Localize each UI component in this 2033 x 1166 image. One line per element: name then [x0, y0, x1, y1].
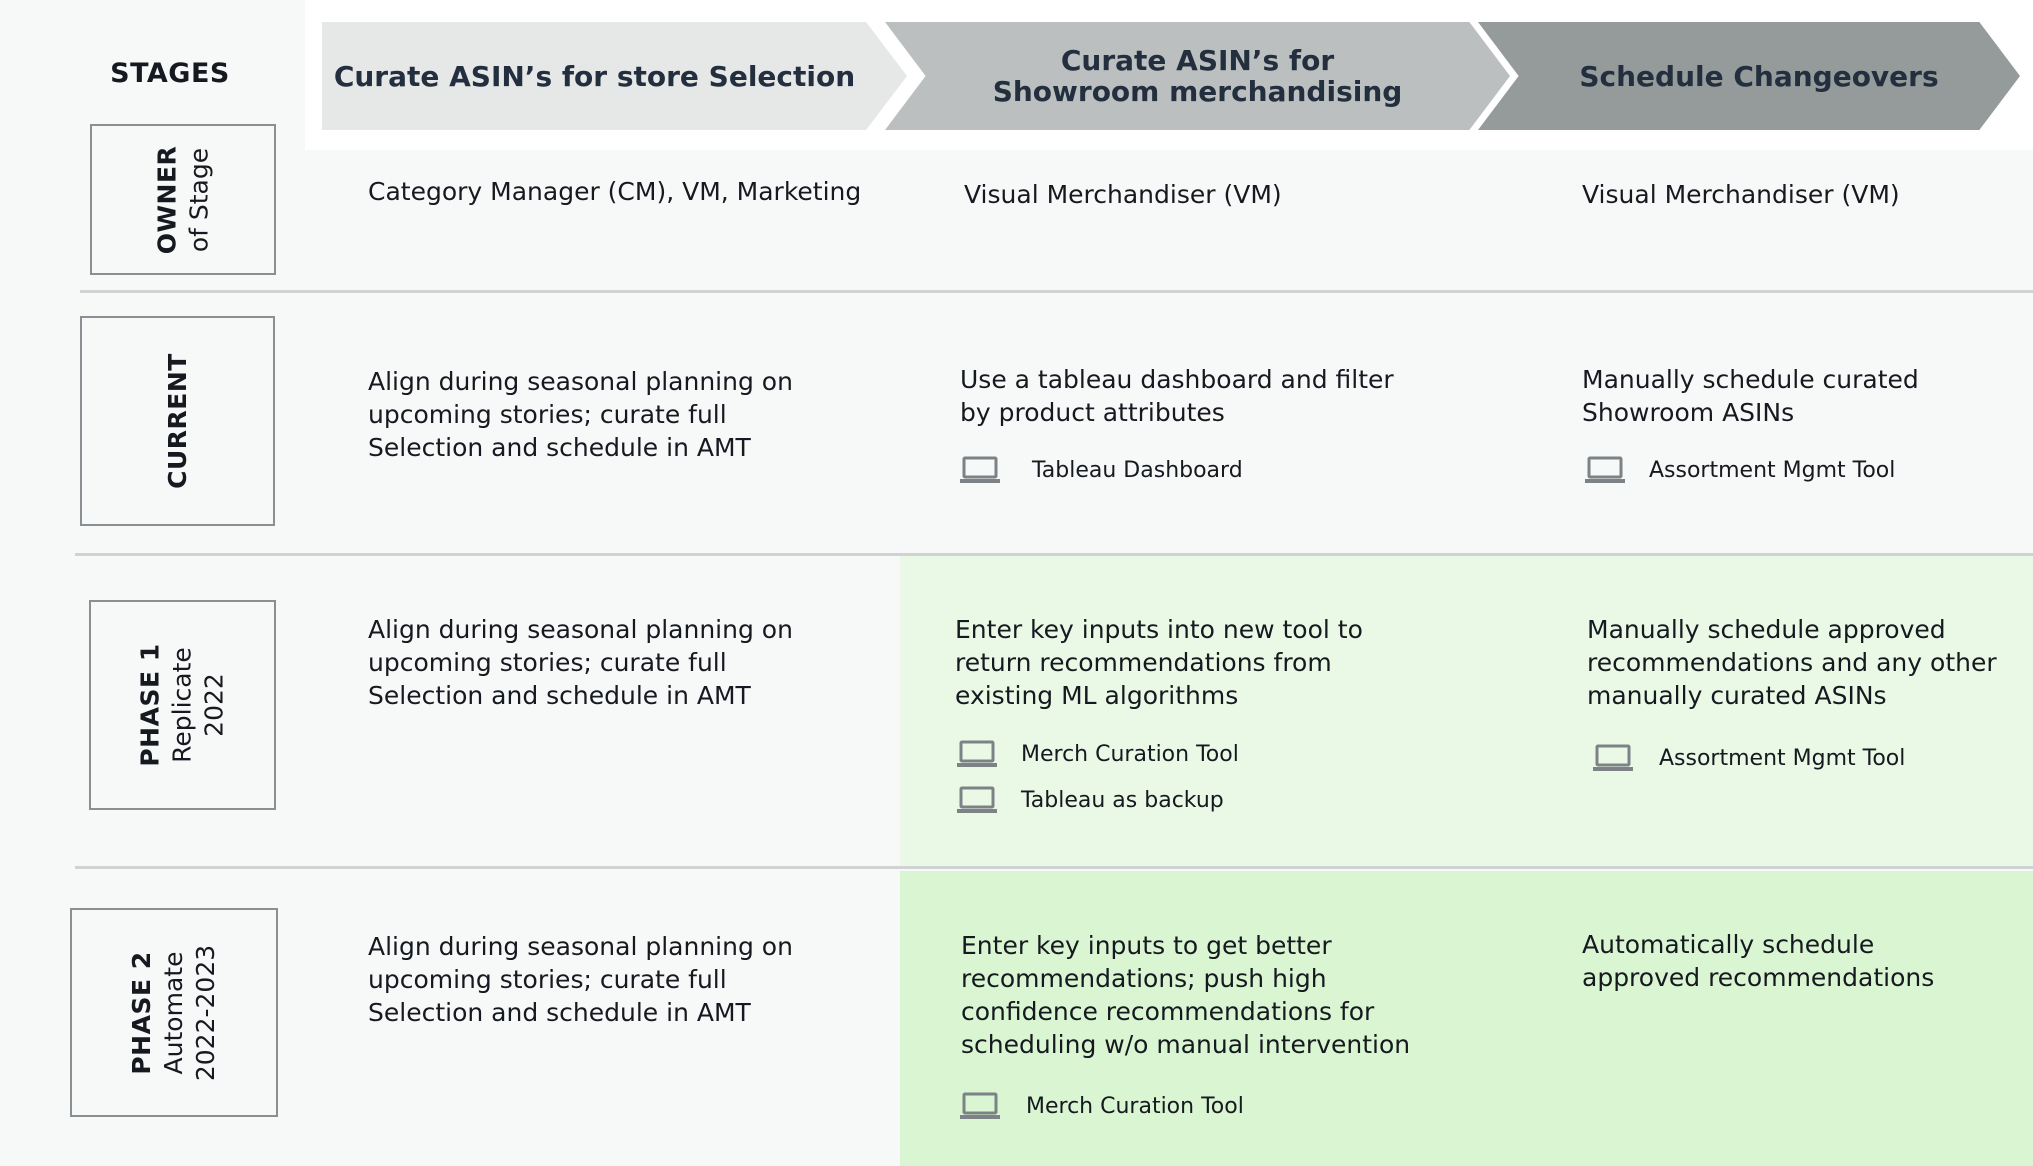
row-divider: [80, 290, 2033, 293]
owner-cell: Visual Merchandiser (VM): [1582, 180, 1900, 209]
tool-item: Merch Curation Tool: [957, 740, 1239, 768]
row-label-current: CURRENT: [80, 316, 275, 526]
row-label-year: 2022: [199, 673, 229, 737]
text-line: upcoming stories; curate full: [368, 400, 727, 429]
text-line: Automatically schedule: [1582, 930, 1875, 959]
phase1-cell-text: Enter key inputs into new tool to return…: [955, 613, 1363, 712]
owner-cell: Category Manager (CM), VM, Marketing: [368, 177, 862, 206]
row-label-phase1: PHASE 1 Replicate 2022: [89, 600, 276, 810]
text-line: scheduling w/o manual intervention: [961, 1030, 1411, 1059]
stage-label: Schedule Changeovers: [1579, 59, 1939, 93]
laptop-icon: [957, 786, 997, 814]
stage-label-line: Showroom merchandising: [992, 75, 1403, 108]
stage-label: Curate ASIN’s for store Selection: [333, 59, 856, 93]
laptop-icon: [960, 1092, 1000, 1120]
row-label-subtitle: Replicate: [167, 647, 197, 763]
tool-label: Assortment Mgmt Tool: [1649, 457, 1896, 483]
laptop-icon: [1593, 744, 1633, 772]
row-label-subtitle: Automate: [159, 951, 188, 1074]
text-line: recommendations and any other: [1587, 648, 1997, 677]
tool-label: Tableau as backup: [1021, 787, 1224, 813]
row-label-title: PHASE 2: [127, 950, 156, 1075]
stage-label-line: Curate ASIN’s for: [1060, 44, 1335, 77]
row-label-title: CURRENT: [162, 353, 192, 489]
text-line: existing ML algorithms: [955, 681, 1239, 710]
tool-item: Assortment Mgmt Tool: [1593, 744, 1905, 772]
text-line: Enter key inputs to get better: [961, 931, 1332, 960]
laptop-icon: [960, 456, 1000, 484]
row-divider: [75, 866, 2033, 869]
stage-label: Curate ASIN’s for Showroom merchandising: [993, 45, 1403, 107]
tool-item: Assortment Mgmt Tool: [1585, 456, 1895, 484]
text-line: recommendations; push high: [961, 964, 1327, 993]
text-line: Align during seasonal planning on: [368, 932, 793, 961]
stage-arrow-showroom-merchandising: Curate ASIN’s for Showroom merchandising: [885, 22, 1510, 130]
stage-arrow-schedule-changeovers: Schedule Changeovers: [1478, 22, 2020, 130]
phase2-cell-text: Enter key inputs to get better recommend…: [961, 929, 1410, 1061]
text-line: by product attributes: [960, 398, 1225, 427]
text-line: manually curated ASINs: [1587, 681, 1887, 710]
phase1-cell-text: Align during seasonal planning on upcomi…: [368, 613, 793, 712]
stage-arrow-store-selection: Curate ASIN’s for store Selection: [322, 22, 907, 130]
phase2-cell-text: Align during seasonal planning on upcomi…: [368, 930, 793, 1029]
tool-label: Merch Curation Tool: [1021, 741, 1239, 767]
text-line: Selection and schedule in AMT: [368, 681, 751, 710]
laptop-icon: [957, 740, 997, 768]
current-cell-text: Use a tableau dashboard and filter by pr…: [960, 363, 1394, 429]
text-line: Manually schedule curated: [1582, 365, 1919, 394]
phase2-cell-text: Automatically schedule approved recommen…: [1582, 928, 1934, 994]
text-line: Selection and schedule in AMT: [368, 433, 751, 462]
tool-label: Merch Curation Tool: [1026, 1093, 1244, 1119]
tool-item: Tableau as backup: [957, 786, 1224, 814]
text-line: confidence recommendations for: [961, 997, 1375, 1026]
tool-label: Assortment Mgmt Tool: [1659, 745, 1906, 771]
text-line: Enter key inputs into new tool to: [955, 615, 1363, 644]
text-line: Selection and schedule in AMT: [368, 998, 751, 1027]
row-label-year: 2022-2023: [191, 944, 220, 1081]
current-cell-text: Align during seasonal planning on upcomi…: [368, 365, 793, 464]
text-line: return recommendations from: [955, 648, 1332, 677]
text-line: approved recommendations: [1582, 963, 1935, 992]
text-line: Manually schedule approved: [1587, 615, 1946, 644]
owner-cell: Visual Merchandiser (VM): [964, 180, 1282, 209]
laptop-icon: [1585, 456, 1625, 484]
text-line: Align during seasonal planning on: [368, 367, 793, 396]
tool-item: Merch Curation Tool: [960, 1092, 1244, 1120]
phase2-highlight-region: [900, 871, 2033, 1166]
tool-item: Tableau Dashboard: [960, 456, 1243, 484]
row-label-title: OWNER: [152, 145, 181, 254]
row-label-title: PHASE 1: [135, 643, 165, 767]
row-label-subtitle: of Stage: [184, 147, 213, 252]
phase1-cell-text: Manually schedule approved recommendatio…: [1587, 613, 1997, 712]
tool-label: Tableau Dashboard: [1032, 457, 1243, 483]
row-label-phase2: PHASE 2 Automate 2022-2023: [70, 908, 278, 1117]
text-line: Align during seasonal planning on: [368, 615, 793, 644]
text-line: Use a tableau dashboard and filter: [960, 365, 1394, 394]
stages-label: STAGES: [110, 58, 230, 89]
text-line: upcoming stories; curate full: [368, 965, 727, 994]
text-line: Showroom ASINs: [1582, 398, 1795, 427]
row-label-owner: OWNER of Stage: [90, 124, 276, 275]
phase1-highlight-region: [900, 556, 2033, 868]
row-divider: [75, 553, 2033, 556]
current-cell-text: Manually schedule curated Showroom ASINs: [1582, 363, 1919, 429]
text-line: upcoming stories; curate full: [368, 648, 727, 677]
